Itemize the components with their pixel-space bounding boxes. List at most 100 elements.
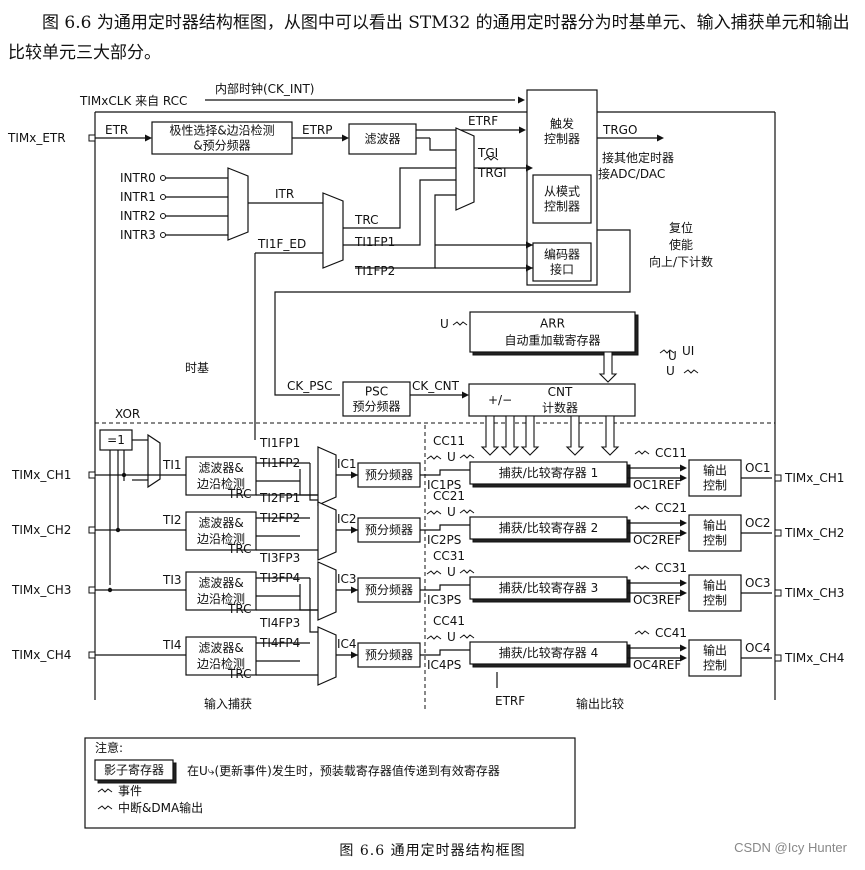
arrowhead: [351, 586, 358, 594]
squiggle-icon: [426, 455, 442, 460]
arrowhead: [657, 134, 664, 142]
xor-label: XOR: [115, 407, 140, 421]
intr-label-0: INTR0: [120, 171, 156, 185]
ti-label-ch1: TI1: [162, 458, 182, 472]
cc-u-label-ch1: U: [447, 450, 456, 464]
trc-label-ch2: TRC: [227, 542, 251, 556]
filter-edge-box-ch1-text: 滤波器&: [198, 461, 243, 475]
trigger-box-line1: 触发: [550, 116, 574, 131]
arrowhead: [680, 464, 687, 472]
output-pin-label-ch2: TIMx_CH2: [784, 526, 844, 540]
ui-label: UI: [682, 344, 694, 358]
filter-edge-box-ch1-text: 边沿检测: [197, 476, 245, 491]
ti1fp1-trig: [343, 179, 456, 246]
output-pin-ch2: [774, 529, 782, 537]
input-pin-ch2: [88, 526, 96, 534]
cross-1: [299, 469, 318, 496]
ic-prescaler-box-ch2-text: 预分频器: [365, 523, 413, 537]
ti1fp2-label: TI1FP2: [354, 264, 395, 278]
filter-edge-box-ch3-text: 滤波器&: [198, 576, 243, 590]
squiggle-icon: [426, 510, 442, 515]
trc-label-ch3: TRC: [227, 602, 251, 616]
tgi-label: TGI: [477, 146, 498, 160]
trc-wire: [343, 167, 456, 229]
ocref-label-3: OC3REF: [633, 593, 681, 607]
squiggle-icon: [683, 369, 699, 374]
intr-label-2: INTR2: [120, 209, 156, 223]
irq-icon: [97, 805, 113, 810]
intro-paragraph: 图 6.6 为通用定时器结构框图，从图中可以看出 STM32 的通用定时器分为时…: [8, 8, 858, 68]
filter-edge-box-ch4: [185, 636, 257, 676]
cc-out-label-1: CC11: [655, 446, 687, 460]
ic-prescaler-box-ch4: [357, 642, 421, 668]
output-control-box-1: [688, 459, 742, 497]
xor-gate-box-text: =1: [107, 433, 125, 447]
trc-label: TRC: [354, 213, 378, 227]
cross-4: [309, 578, 318, 633]
icps-label-ch2: IC2PS: [427, 533, 461, 547]
cnt-title: CNT: [548, 385, 573, 399]
cc-out-label-2: CC21: [655, 501, 687, 515]
oc-label-3: OC3: [745, 576, 770, 590]
fp-a-label-ch1: TI1FP1: [259, 436, 300, 450]
ic-label-ch3: IC3: [337, 572, 357, 586]
ic-label-ch2: IC2: [337, 512, 357, 526]
output-control-box-2: [688, 514, 742, 552]
slave-note-reset: 复位: [669, 220, 693, 235]
ti-label-ch2: TI2: [162, 513, 182, 527]
legend-shadow-register: [94, 759, 174, 781]
fp-a-label-ch3: TI3FP3: [259, 551, 300, 565]
cnt-bus-arrow-0: [480, 415, 500, 456]
arrowhead: [526, 164, 533, 172]
cc-in-label-ch4: CC41: [433, 614, 465, 628]
fp-a-label-ch4: TI4FP3: [259, 616, 300, 630]
arrowhead: [518, 96, 525, 104]
encoder-box-text: 接口: [550, 262, 574, 277]
arr-register-box-text: 自动重加载寄存器: [504, 333, 600, 348]
cnt-bus-arrow-3: [565, 415, 585, 456]
oc-label-4: OC4: [745, 641, 770, 655]
icps-wire-ch2: [420, 524, 470, 531]
ic-prescaler-box-ch4-text: 预分频器: [365, 648, 413, 662]
squiggle-icon: [634, 505, 650, 510]
ti1fp2-trig: [355, 194, 456, 269]
ti1fed-label: TI1F_ED: [257, 237, 306, 251]
legend-shadow-register-text: 影子寄存器: [104, 762, 164, 777]
cnt-bus-arrow-4: [600, 415, 620, 456]
arrowhead: [351, 651, 358, 659]
ic-mux-ch2: [317, 501, 337, 561]
arrowhead: [519, 126, 526, 134]
ic-label-ch1: IC1: [337, 457, 357, 471]
input-pin-label-ch4: TIMx_CH4: [11, 648, 71, 662]
etrf-label: ETRF: [468, 114, 498, 128]
cross-2: [309, 463, 318, 501]
output-control-box-3: [688, 574, 742, 612]
arrowhead: [680, 644, 687, 652]
icps-wire-ch4: [420, 649, 470, 656]
squiggle-icon: [426, 635, 442, 640]
squiggle-icon: [452, 321, 468, 326]
ti-label-ch4: TI4: [162, 638, 182, 652]
squiggle-icon: [634, 450, 650, 455]
arrowhead: [342, 134, 349, 142]
filter-edge-box-ch3-text: 边沿检测: [197, 591, 245, 606]
encoder-box-text: 编码器: [544, 247, 580, 262]
output-pin-label-ch3: TIMx_CH3: [784, 586, 844, 600]
arrowhead: [462, 391, 469, 399]
trigger-box-line2: 控制器: [544, 132, 580, 146]
slave-mode-box: [532, 174, 592, 224]
squiggle-icon: [426, 570, 442, 575]
polarity-select-box: [151, 121, 293, 155]
cnt-bus-arrow-1: [500, 415, 520, 456]
filter-edge-box-ch3: [185, 571, 257, 611]
capture-compare-register-4-text: 捕获/比较寄存器 4: [499, 645, 599, 660]
oc-label-1: OC1: [745, 461, 770, 475]
trigger-mux: [455, 127, 475, 211]
arrowhead: [526, 264, 533, 272]
psc-prescaler-box: [342, 381, 411, 417]
arrowhead: [145, 134, 152, 142]
psc-prescaler-box-text: 预分频器: [352, 400, 400, 414]
icps-wire-ch1: [420, 469, 470, 476]
